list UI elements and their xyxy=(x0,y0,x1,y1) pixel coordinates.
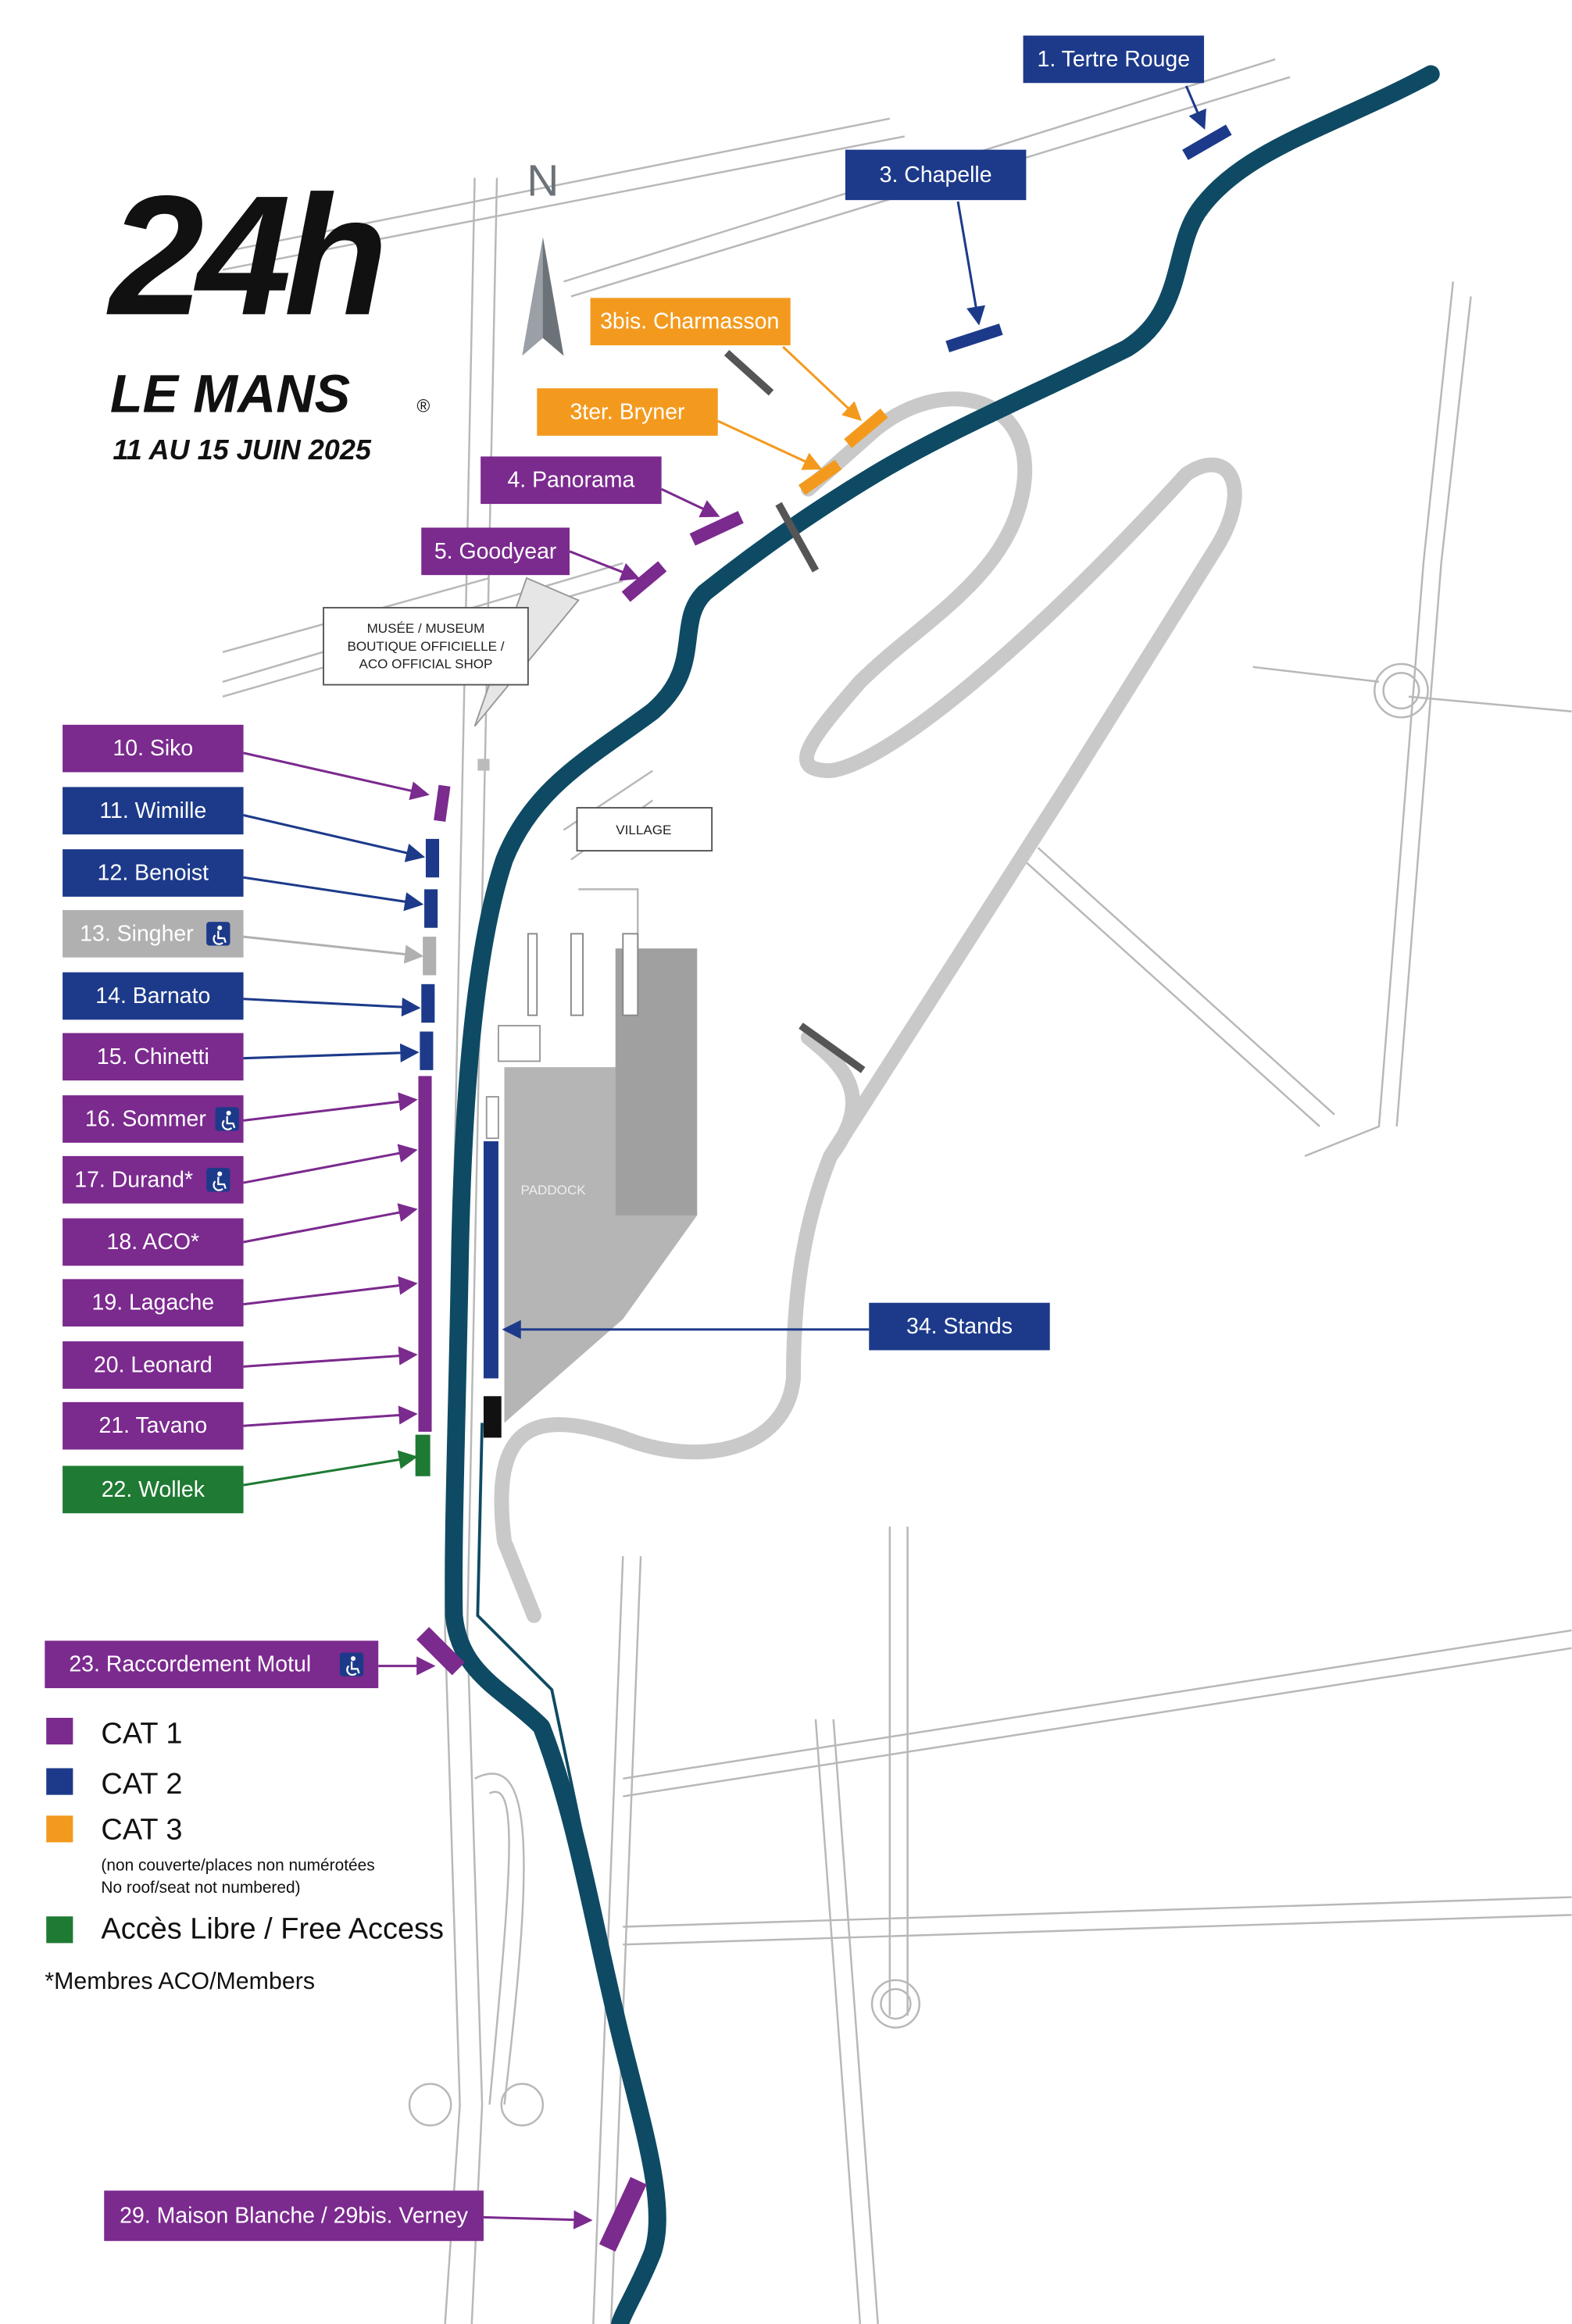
grandstand-label-tavano[interactable]: 21. Tavano xyxy=(63,1401,244,1450)
village-label: VILLAGE xyxy=(616,823,671,837)
pit-building xyxy=(485,1096,499,1140)
grandstand-label-durand[interactable]: 17. Durand* xyxy=(63,1155,244,1204)
museum-label-line3: ACO OFFICIAL SHOP xyxy=(359,657,492,672)
grandstand-label-chapelle[interactable]: 3. Chapelle xyxy=(845,149,1027,201)
label-text: 3. Chapelle xyxy=(880,162,992,187)
grandstand-label-goodyear[interactable]: 5. Goodyear xyxy=(421,527,570,576)
label-text: 18. ACO* xyxy=(107,1230,200,1255)
bugatti-link xyxy=(800,1030,860,1164)
label-text: 15. Chinetti xyxy=(97,1044,209,1069)
grandstand-label-benoist[interactable]: 12. Benoist xyxy=(63,849,244,897)
label-text: 1. Tertre Rouge xyxy=(1038,47,1191,72)
wheelchair-icon xyxy=(206,1168,230,1192)
grandstand-label-wollek[interactable]: 22. Wollek xyxy=(63,1465,244,1514)
label-text: 10. Siko xyxy=(113,736,193,761)
label-text: 21. Tavano xyxy=(99,1413,208,1438)
legend-swatch-cat2 xyxy=(46,1768,73,1795)
stands-structure xyxy=(483,1141,498,1379)
north-compass: N xyxy=(522,155,564,356)
small-building xyxy=(477,759,490,771)
grandstand-label-bryner[interactable]: 3ter. Bryner xyxy=(537,388,718,436)
le-mans-track xyxy=(445,65,1440,2324)
wheelchair-icon xyxy=(206,922,230,946)
start-gantry xyxy=(483,1396,502,1438)
grandstand-label-siko[interactable]: 10. Siko xyxy=(63,724,244,773)
label-text: 17. Durand* xyxy=(74,1167,193,1192)
bugatti-circuit xyxy=(494,391,1242,1623)
label-text: 34. Stands xyxy=(906,1314,1013,1339)
label-text: 13. Singher xyxy=(80,921,193,946)
village-buildings xyxy=(527,933,639,1016)
grandstand-label-wimille[interactable]: 11. Wimille xyxy=(63,787,244,835)
museum-label-line1: MUSÉE / MUSEUM xyxy=(367,621,485,636)
paddock-label: PADDOCK xyxy=(521,1183,587,1198)
label-text: 14. Barnato xyxy=(95,984,210,1008)
legend: CAT 1 CAT 2 CAT 3 (non couverte/places n… xyxy=(45,1717,444,1994)
label-text: 19. Lagache xyxy=(92,1291,215,1316)
label-text: 3bis. Charmasson xyxy=(600,309,779,334)
label-text: 11. Wimille xyxy=(99,798,206,823)
pit-lane xyxy=(476,1423,588,1854)
legend-cat3-note2: No roof/seat not numbered) xyxy=(101,1879,300,1897)
village-label-box: VILLAGE xyxy=(576,807,713,852)
logo-24h: 24h xyxy=(106,160,382,351)
label-text: 22. Wollek xyxy=(102,1477,205,1502)
logo-le-mans: LE MANS xyxy=(110,364,350,423)
grandstand-label-singher[interactable]: 13. Singher xyxy=(63,909,244,958)
logo-registered: ® xyxy=(417,395,431,416)
legend-cat3-note1: (non couverte/places non numérotées xyxy=(101,1856,374,1874)
grandstand-markers xyxy=(415,124,1232,2252)
bridges xyxy=(723,350,866,1073)
wheelchair-icon xyxy=(215,1107,239,1131)
pointer-arrows xyxy=(243,85,1206,2229)
label-text: 5. Goodyear xyxy=(434,539,557,564)
grandstand-label-raccordement[interactable]: 23. Raccordement Motul xyxy=(45,1640,379,1689)
museum-label-line2: BOUTIQUE OFFICIELLE / xyxy=(347,639,504,654)
grandstand-label-maison-blanche[interactable]: 29. Maison Blanche / 29bis. Verney xyxy=(104,2190,484,2241)
grandstand-label-lagache[interactable]: 19. Lagache xyxy=(63,1279,244,1327)
legend-swatch-free xyxy=(46,1916,73,1944)
grandstand-label-sommer[interactable]: 16. Sommer xyxy=(63,1095,244,1143)
label-text: 29. Maison Blanche / 29bis. Verney xyxy=(120,2203,469,2228)
grandstand-label-charmasson[interactable]: 3bis. Charmasson xyxy=(590,298,791,346)
legend-cat2: CAT 2 xyxy=(101,1768,182,1801)
compass-label: N xyxy=(527,155,559,205)
parking-block xyxy=(497,1024,541,1062)
label-text: 16. Sommer xyxy=(85,1106,206,1131)
legend-swatch-cat3 xyxy=(46,1815,73,1843)
legend-members-note: *Membres ACO/Members xyxy=(45,1969,315,1994)
label-text: 12. Benoist xyxy=(98,861,209,886)
museum-label-box: MUSÉE / MUSEUM BOUTIQUE OFFICIELLE / ACO… xyxy=(323,606,529,686)
label-text: 23. Raccordement Motul xyxy=(69,1652,311,1677)
legend-cat1: CAT 1 xyxy=(101,1717,182,1750)
legend-free-access: Accès Libre / Free Access xyxy=(101,1913,444,1946)
legend-cat3: CAT 3 xyxy=(101,1814,182,1847)
grandstand-label-panorama[interactable]: 4. Panorama xyxy=(481,456,662,505)
wheelchair-icon xyxy=(339,1652,364,1676)
grandstand-label-leonard[interactable]: 20. Leonard xyxy=(63,1341,244,1389)
label-text: 20. Leonard xyxy=(94,1352,213,1377)
label-text: 4. Panorama xyxy=(507,468,634,493)
grandstand-label-tertre-rouge[interactable]: 1. Tertre Rouge xyxy=(1023,35,1205,84)
grandstand-label-stands[interactable]: 34. Stands xyxy=(869,1302,1050,1351)
grandstand-label-aco[interactable]: 18. ACO* xyxy=(63,1218,244,1266)
grandstand-label-chinetti[interactable]: 15. Chinetti xyxy=(63,1033,244,1081)
event-dates: 11 AU 15 JUIN 2025 xyxy=(113,434,371,466)
grandstand-label-barnato[interactable]: 14. Barnato xyxy=(63,972,244,1020)
le-mans-logo: 24h LE MANS ® 11 AU 15 JUIN 2025 xyxy=(106,160,431,466)
legend-swatch-cat1 xyxy=(46,1717,73,1745)
label-text: 3ter. Bryner xyxy=(570,399,684,424)
